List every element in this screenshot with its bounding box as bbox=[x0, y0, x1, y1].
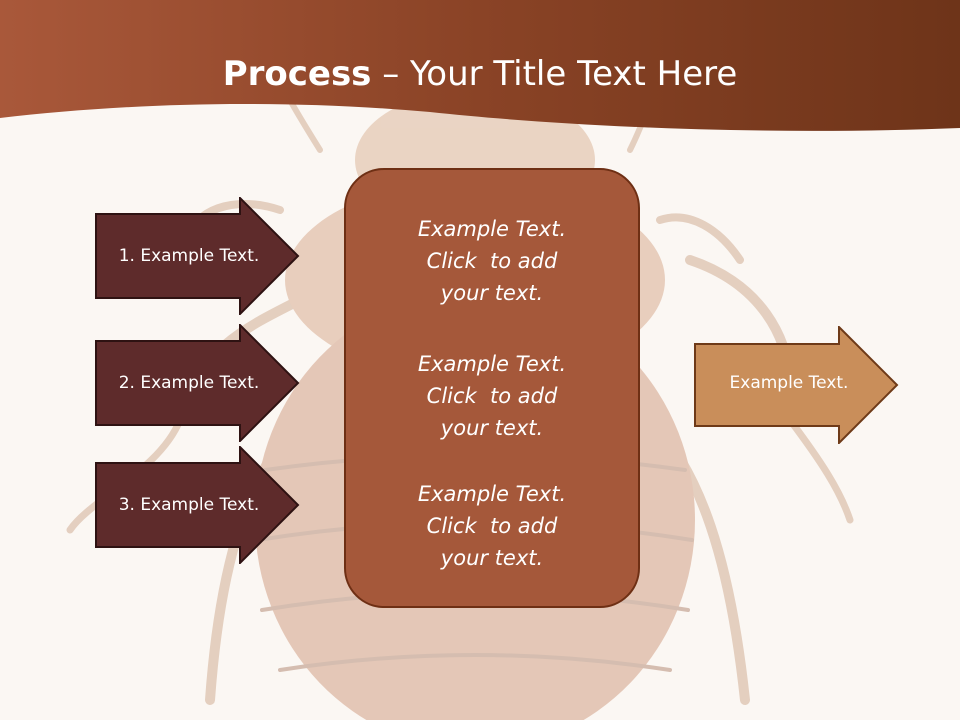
step-arrow-3[interactable]: 3. Example Text. bbox=[95, 446, 301, 564]
header-band bbox=[0, 0, 960, 131]
arrow-shape bbox=[95, 324, 300, 442]
arrow-shape bbox=[95, 197, 300, 315]
step-arrow-1[interactable]: 1. Example Text. bbox=[95, 197, 301, 315]
title-rest: – Your Title Text Here bbox=[371, 54, 738, 94]
center-line: your text. bbox=[440, 416, 544, 440]
center-line: Click to add bbox=[426, 249, 558, 273]
output-arrow[interactable]: Example Text. bbox=[694, 326, 900, 444]
step-arrow-2[interactable]: 2. Example Text. bbox=[95, 324, 301, 442]
step-arrow-label: 2. Example Text. bbox=[118, 373, 260, 393]
center-line: Example Text. bbox=[417, 352, 567, 376]
center-text-box[interactable]: Example Text. Click to add your text. Ex… bbox=[344, 168, 640, 608]
center-line: Example Text. bbox=[417, 217, 567, 241]
center-line: Example Text. bbox=[417, 482, 567, 506]
title-bold: Process bbox=[222, 54, 372, 94]
step-arrow-label: 1. Example Text. bbox=[118, 246, 260, 266]
center-text-block-3: Example Text. Click to add your text. bbox=[346, 478, 638, 574]
center-line: Click to add bbox=[426, 384, 558, 408]
center-line: your text. bbox=[440, 546, 544, 570]
arrow-shape bbox=[694, 326, 899, 444]
center-line: Click to add bbox=[426, 514, 558, 538]
center-text-block-2: Example Text. Click to add your text. bbox=[346, 348, 638, 444]
step-arrow-label: 3. Example Text. bbox=[118, 495, 260, 515]
arrow-shape bbox=[95, 446, 300, 564]
output-arrow-label: Example Text. bbox=[729, 373, 849, 393]
center-text-block-1: Example Text. Click to add your text. bbox=[346, 213, 638, 309]
center-line: your text. bbox=[440, 281, 544, 305]
page-title: Process – Your Title Text Here bbox=[0, 52, 960, 96]
